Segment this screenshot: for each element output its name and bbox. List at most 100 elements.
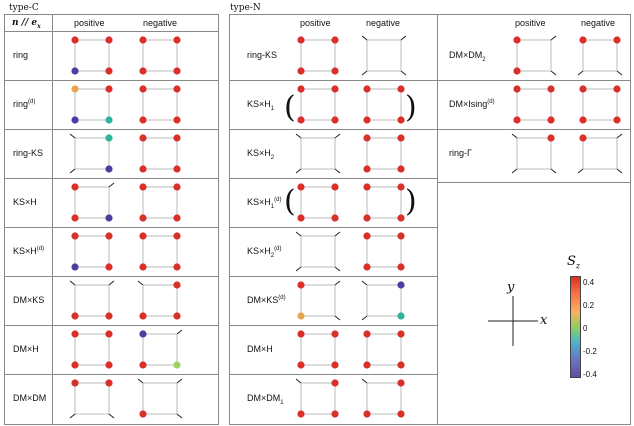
typeN-left-positive-plaquette-spin-1 xyxy=(334,280,341,286)
typeC-negative-plaquette-site-1 xyxy=(173,36,181,44)
typeC-negative-header: negative xyxy=(143,18,178,28)
typeN-right-positive-plaquette-site-2 xyxy=(513,67,521,75)
typeC-positive-plaquette-site-3 xyxy=(105,312,113,320)
typeN-left-positive-plaquette-site-2 xyxy=(297,214,305,222)
typeC-positive-plaquette-site-2 xyxy=(71,312,79,320)
typeN-left-negative-plaquette-site-2 xyxy=(363,214,371,222)
typeN-left-row-label: ring-KS xyxy=(247,49,278,60)
typeC-positive-plaquette-site-1 xyxy=(105,232,113,240)
typeC-negative-plaquette-site-2 xyxy=(139,165,147,173)
typeC-positive-plaquette-site-2 xyxy=(71,214,79,222)
typeN-right-negative-plaquette xyxy=(579,85,621,124)
typeN-left-positive-plaquette-site-3 xyxy=(331,361,339,369)
typeN-left-negative-plaquette-site-0 xyxy=(363,330,371,338)
typeC-positive-plaquette-site-3 xyxy=(105,361,113,369)
typeC-row-label: KS×H(d) xyxy=(13,245,45,256)
typeN-right-positive-plaquette xyxy=(513,35,557,76)
typeC-negative-plaquette xyxy=(139,183,181,222)
typeN-left-positive-plaquette xyxy=(297,85,339,124)
typeC-positive-plaquette xyxy=(71,182,115,222)
colorbar-tick-label: -0.4 xyxy=(583,370,597,379)
typeN-left-negative-plaquette-site-3 xyxy=(397,116,405,124)
typeN-left-positive-plaquette-site-2 xyxy=(297,67,305,75)
typeC-positive-plaquette-site-2 xyxy=(71,67,79,75)
typeN-left-negative-plaquette-site-3 xyxy=(397,165,405,173)
typeN-left-row-label: KS×H2 xyxy=(247,147,275,161)
typeC-positive-plaquette-spin-2 xyxy=(69,168,76,174)
typeN-left-negative-plaquette-site-2 xyxy=(363,410,371,418)
typeN-right-negative-plaquette-spin-2 xyxy=(577,70,584,76)
paren-close-2: ) xyxy=(405,184,417,219)
typeN-right-negative-plaquette-site-0 xyxy=(579,36,587,44)
typeN-left-negative-plaquette-spin-0 xyxy=(361,378,368,384)
typeN-left-row-label: KS×H2(d) xyxy=(247,245,282,259)
typeN-left-positive-plaquette-site-1 xyxy=(331,330,339,338)
typeN-left-row-label: KS×H1 xyxy=(247,98,275,112)
typeC-negative-plaquette-site-1 xyxy=(173,281,181,289)
typeN-right-negative-plaquette-spin-1 xyxy=(616,133,623,139)
typeN-left-positive-plaquette-spin-0 xyxy=(295,133,302,139)
typeN-right-negative-plaquette-site-3 xyxy=(613,116,621,124)
paren-open-2: ( xyxy=(284,184,296,219)
typeN-left-positive-plaquette-site-3 xyxy=(331,214,339,222)
typeN-left-positive-plaquette xyxy=(297,280,341,321)
typeC-negative-plaquette-site-2 xyxy=(139,67,147,75)
typeN-left-positive-plaquette-site-2 xyxy=(297,361,305,369)
typeC-negative-plaquette xyxy=(137,280,181,320)
typeN-left-positive-plaquette xyxy=(297,330,339,369)
typeN-left-positive-plaquette-spin-3 xyxy=(334,266,341,272)
typeN-right-row-label: DM×DM2 xyxy=(449,49,486,63)
typeC-negative-plaquette-site-3 xyxy=(173,312,181,320)
typeN-left-positive-plaquette-site-1 xyxy=(331,379,339,387)
typeC-negative-plaquette-site-0 xyxy=(139,330,147,338)
typeN-left-positive-plaquette-site-3 xyxy=(331,116,339,124)
typeC-negative-plaquette xyxy=(139,329,183,369)
typeN-right-negative-plaquette-site-0 xyxy=(579,134,587,142)
typeC-positive-plaquette-spin-1 xyxy=(108,280,115,286)
typeC-negative-plaquette-site-1 xyxy=(173,85,181,93)
typeN-left-positive-plaquette-site-0 xyxy=(297,281,305,289)
typeC-table xyxy=(4,14,219,425)
typeC-negative-plaquette-site-2 xyxy=(139,312,147,320)
typeN-right-positive-plaquette-spin-0 xyxy=(511,133,518,139)
typeC-title: type-C xyxy=(9,3,39,13)
typeN-right-positive-plaquette-spin-3 xyxy=(550,168,557,174)
typeN-left-positive-plaquette-spin-1 xyxy=(334,231,341,237)
typeN-right-positive-plaquette xyxy=(511,133,557,174)
typeN-left-negative-plaquette-site-1 xyxy=(397,85,405,93)
typeN-right-positive-plaquette-site-1 xyxy=(547,134,555,142)
typeN-left-negative-plaquette xyxy=(363,85,405,124)
typeC-positive-plaquette xyxy=(71,330,113,369)
typeC-positive-plaquette-site-1 xyxy=(105,85,113,93)
typeN-left-negative-plaquette xyxy=(363,134,405,173)
colorbar-tick-label: -0.2 xyxy=(583,347,597,356)
typeN-left-row-label: DM×H xyxy=(247,343,273,354)
colorbar xyxy=(570,276,581,378)
typeN-left-positive-plaquette xyxy=(297,183,339,222)
typeN-left-positive-plaquette-spin-1 xyxy=(334,133,341,139)
typeN-left-positive-plaquette-site-1 xyxy=(331,36,339,44)
typeN-right-negative-plaquette-site-1 xyxy=(613,85,621,93)
typeN-right-negative-plaquette xyxy=(577,133,623,174)
typeN-left-negative-plaquette-site-1 xyxy=(397,379,405,387)
typeC-negative-plaquette xyxy=(139,232,181,271)
typeN-right-positive-plaquette-site-0 xyxy=(513,36,521,44)
typeC-negative-plaquette-site-0 xyxy=(139,134,147,142)
typeC-positive-header: positive xyxy=(74,18,105,28)
typeC-positive-plaquette-site-0 xyxy=(71,232,79,240)
typeN-right-negative-plaquette-site-2 xyxy=(579,116,587,124)
typeC-positive-plaquette-spin-0 xyxy=(69,280,76,286)
typeC-negative-plaquette-site-0 xyxy=(139,232,147,240)
typeC-negative-plaquette xyxy=(139,36,181,75)
typeC-positive-plaquette xyxy=(69,379,115,419)
typeN-left-negative-plaquette-site-2 xyxy=(363,263,371,271)
typeN-left-negative-plaquette-site-0 xyxy=(363,134,371,142)
typeN-left-negative-plaquette xyxy=(363,232,405,271)
typeN-left-positive-plaquette xyxy=(297,36,339,75)
typeN-left-positive-plaquette-site-2 xyxy=(297,312,305,320)
typeC-negative-plaquette-site-0 xyxy=(139,85,147,93)
typeC-negative-plaquette-site-2 xyxy=(139,116,147,124)
typeN-right-positive-plaquette-spin-1 xyxy=(550,35,557,41)
typeN-left-positive-plaquette-site-0 xyxy=(297,330,305,338)
